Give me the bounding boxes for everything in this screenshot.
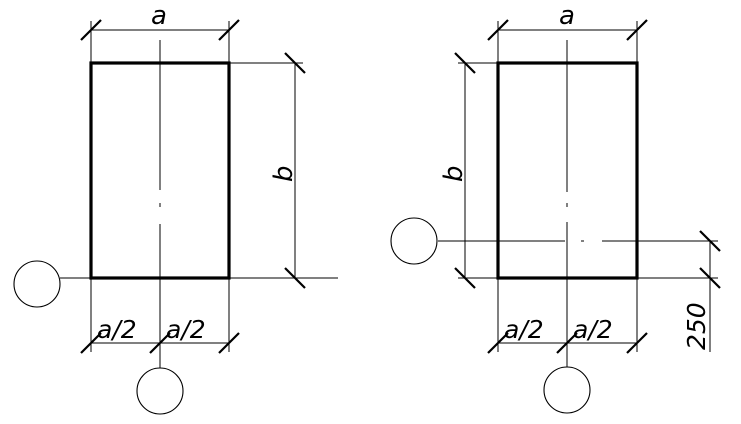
right-height-tick-top <box>454 52 476 74</box>
right-half-label-2: a/2 <box>573 315 613 344</box>
right-bottom-tick-right <box>626 332 648 354</box>
right-top-tick-right <box>626 19 648 41</box>
right-horizontal-grid-bubble <box>390 217 438 265</box>
right-vertical-grid-bubble <box>543 366 591 414</box>
left-bottom-tick-middle <box>149 332 171 354</box>
right-bottom-tick-left <box>487 332 509 354</box>
left-bottom-tick-right <box>218 332 240 354</box>
right-bottom-tick-middle <box>556 332 578 354</box>
left-horizontal-grid-bubble <box>13 260 61 308</box>
left-half-label-1: a/2 <box>97 315 137 344</box>
right-height-label: b <box>439 165 469 182</box>
left-top-tick-right <box>218 19 240 41</box>
right-offset-tick-top <box>699 230 721 252</box>
left-height-tick-bottom <box>284 267 306 289</box>
left-detail: a b a/2 a/2 <box>13 1 338 415</box>
right-top-tick-left <box>487 19 509 41</box>
left-bottom-tick-left <box>80 332 102 354</box>
left-top-tick-left <box>80 19 102 41</box>
left-height-label: b <box>269 165 299 182</box>
right-half-label-1: a/2 <box>504 315 544 344</box>
right-height-tick-bottom <box>454 267 476 289</box>
left-vertical-grid-bubble <box>136 367 184 415</box>
right-offset-label: 250 <box>682 302 711 350</box>
left-height-tick-top <box>284 52 306 74</box>
right-detail: a b a/2 a/2 250 <box>390 1 721 414</box>
right-offset-tick-bottom <box>699 267 721 289</box>
right-width-label: a <box>559 1 575 31</box>
left-half-label-2: a/2 <box>166 315 206 344</box>
left-width-label: a <box>151 1 167 31</box>
